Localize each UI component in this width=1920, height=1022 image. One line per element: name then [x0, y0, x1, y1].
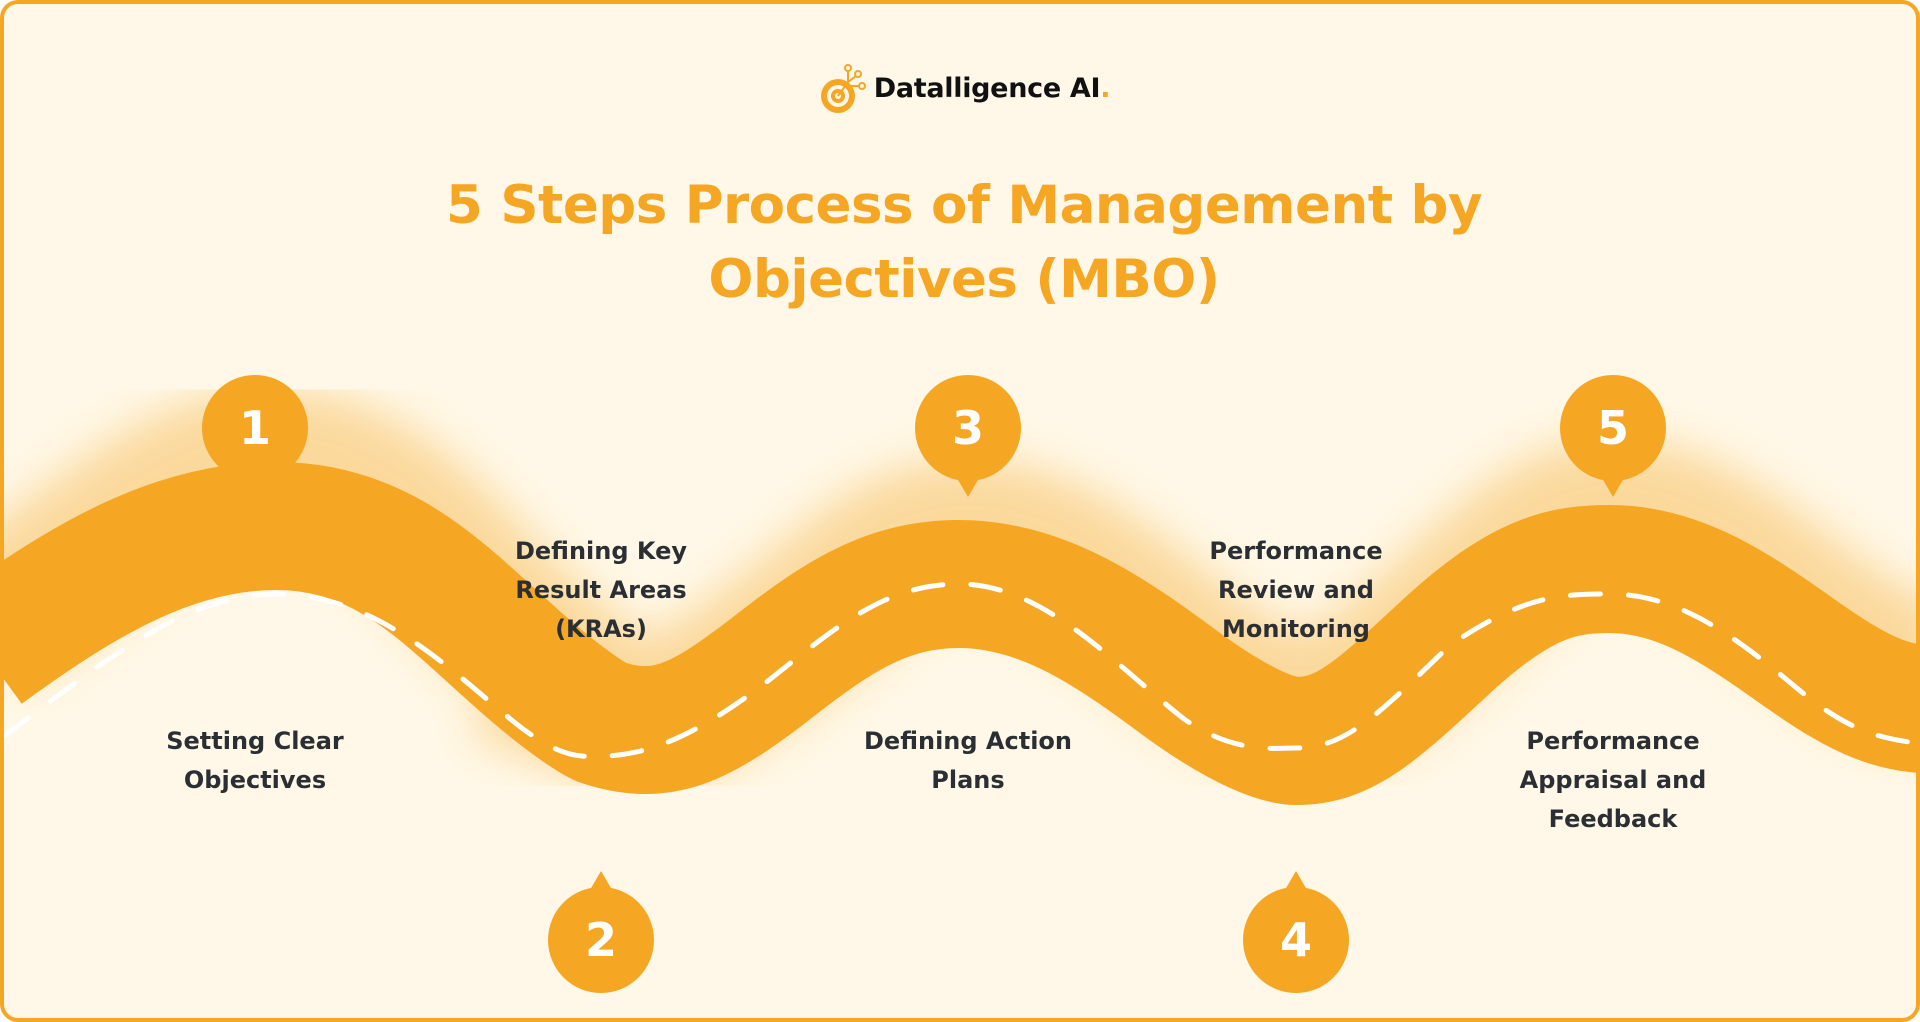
step-2-badge: 2: [548, 871, 654, 993]
target-circuit-icon: [820, 64, 866, 113]
step-3-pointer: [954, 473, 982, 497]
step-5-label: Performance Appraisal and Feedback: [1519, 727, 1707, 833]
winding-road: [4, 389, 1916, 806]
page-title: 5 Steps Process of Management by Objecti…: [4, 169, 1916, 317]
road-center-dashes: [4, 581, 1916, 759]
step-5-badge: 5: [1560, 375, 1666, 497]
step-3-badge: 3: [915, 375, 1021, 497]
brand-name: Datalligence AI.: [873, 72, 1111, 104]
title-line-2: Objectives (MBO): [708, 249, 1220, 310]
road-body: [4, 461, 1916, 806]
step-4-pointer: [1282, 871, 1310, 895]
step-1-label: Setting Clear Objectives: [166, 727, 344, 794]
step-1-pointer: [241, 473, 269, 497]
step-3-label: Defining Action Plans: [864, 727, 1072, 794]
step-1-badge: 1: [202, 375, 308, 497]
title-line-1: 5 Steps Process of Management by: [445, 175, 1483, 236]
brand-logo: Datalligence AI.: [4, 60, 1916, 116]
step-5-pointer: [1599, 473, 1627, 497]
step-4-badge: 4: [1243, 871, 1349, 993]
step-2-pointer: [587, 871, 615, 895]
step-2-label: Defining Key Result Areas (KRAs): [514, 537, 688, 643]
step-4-label: Performance Review and Monitoring: [1209, 537, 1383, 643]
